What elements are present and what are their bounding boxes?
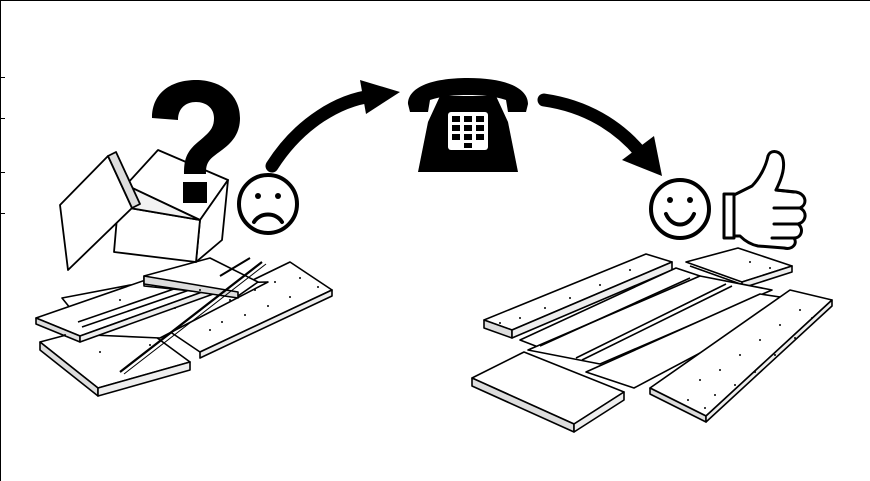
frame-top-border xyxy=(0,0,870,1)
scattered-panels xyxy=(35,257,333,397)
question-mark xyxy=(152,80,240,203)
open-box xyxy=(59,149,229,271)
frame-left-tick-2 xyxy=(0,118,5,119)
sad-face-icon xyxy=(237,173,299,235)
arrow-to-phone xyxy=(265,80,400,173)
arrow-from-phone xyxy=(537,93,662,176)
organized-panels xyxy=(471,247,833,433)
frame-left-tick-1 xyxy=(0,77,5,78)
thumbs-up-icon xyxy=(722,150,807,250)
frame-left-border xyxy=(0,0,1,481)
happy-face-icon xyxy=(649,178,711,240)
frame-left-tick-3 xyxy=(0,172,5,173)
telephone-icon xyxy=(408,78,528,172)
frame-left-tick-4 xyxy=(0,213,5,214)
